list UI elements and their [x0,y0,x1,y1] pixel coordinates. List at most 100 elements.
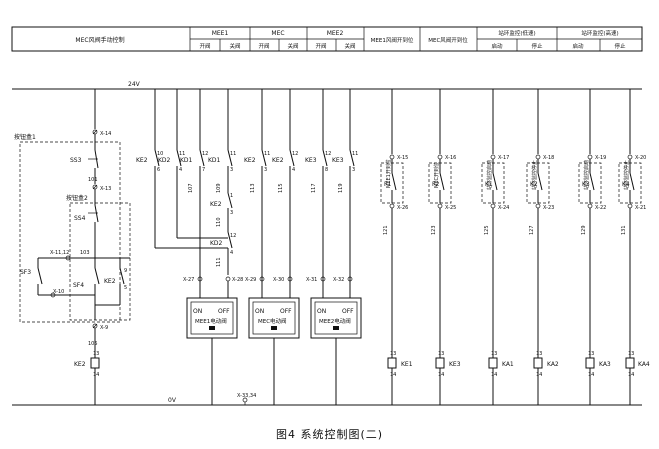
header-mee2: MEE2 [327,30,344,37]
header-mee1-close: 关阀 [229,42,240,50]
label-x31: X-31 [306,277,317,283]
coil-ka2 [533,357,543,369]
terminal-x27 [197,276,203,282]
label-ss4: SS4 [74,215,86,222]
label-mee1-actuator: MEE1电动阀 [195,317,227,325]
label-ka3-pin14: 14 [588,372,594,378]
header-low-stop: 停止 [531,42,543,50]
label-w105: 105 [88,341,98,347]
label-mee1-p10: 10 [157,151,163,157]
label-x19: X-19 [595,155,606,161]
label-x32: X-32 [333,277,344,283]
label-x22: X-22 [595,205,606,211]
header-low-speed: 站环监控(低速) [498,29,535,37]
label-ka4-pin14: 14 [628,372,634,378]
label-ka4: KA4 [638,361,650,368]
label-ka1-pin13: 13 [491,351,497,357]
label-w129: 129 [581,225,587,235]
label-mee1-p4b: 4 [230,250,233,256]
label-mee1-p4: 4 [179,167,182,173]
terminal-x18 [535,154,541,160]
label-x21: X-21 [635,205,646,211]
label-x28: X-28 [232,277,243,283]
label-mee1-p3: 3 [230,167,233,173]
label-mee1-p6: 6 [157,167,160,173]
label-w110: 110 [216,217,222,227]
terminal-x26 [389,203,395,209]
header-high-speed: 站环监控(高速) [581,29,618,37]
header-high-start: 启动 [572,42,584,50]
label-x16: X-16 [445,155,456,161]
label-mee1-p3b: 3 [230,210,233,216]
label-sig-k3: 站环监控启动 [583,160,590,190]
label-mee2-ke3b: KE3 [332,157,344,164]
label-x13: X-13 [100,186,111,192]
label-mee1-kd2: KD2 [158,157,171,164]
label-sig-k2: 站环监控停止 [531,160,538,190]
label-k2: K2 [530,181,538,188]
label-0v: 0V [168,397,177,404]
power-rails: 24V 0V X-33,34 [12,81,642,406]
label-mee2-p12: 12 [325,151,331,157]
label-w117: 117 [311,183,317,193]
terminal-x11-12 [65,255,71,261]
label-w123: 123 [431,225,437,235]
label-mee1-kd2b: KD2 [210,240,223,247]
header-mee2-close: 关阀 [344,42,355,50]
coil-ka3 [585,357,595,369]
coil-ke2 [90,357,100,369]
coil-ka1 [488,357,498,369]
terminal-x21 [627,203,633,209]
label-x33-34: X-33,34 [237,393,256,399]
label-k3: K3 [582,181,590,188]
mee1-actuator-common [209,326,215,330]
label-w115: 115 [278,183,284,193]
label-x29: X-29 [245,277,256,283]
terminal-x32 [347,276,353,282]
label-ke1-pin13: 13 [390,351,396,357]
label-ke3-pin14: 14 [438,372,444,378]
label-w109: 109 [216,183,222,193]
header-manual-control: MEC风阀手动控制 [75,36,124,44]
label-f1: F1 [384,181,391,188]
label-x24: X-24 [498,205,509,211]
label-mec-p4: 4 [292,167,295,173]
label-mee1-kd1b: KD1 [208,157,221,164]
terminal-x10 [50,292,56,298]
terminal-x29 [259,276,265,282]
label-sig-k1: 站环监控启动 [486,160,493,190]
terminal-x17 [490,154,496,160]
terminal-x25 [437,203,443,209]
label-mec-p11: 11 [264,151,270,157]
label-pin5: 5 [124,285,127,291]
label-w131: 131 [621,225,627,235]
label-x18: X-18 [543,155,554,161]
coil-ke3 [435,357,445,369]
terminal-x23 [535,203,541,209]
label-ke2-pin13: 13 [93,351,99,357]
header-high-stop: 停止 [614,42,626,50]
label-ke2-pin14: 14 [93,372,99,378]
label-mee2-on: ON [317,308,326,315]
label-mee1-off: OFF [218,308,230,315]
label-ss3: SS3 [70,157,82,164]
label-mee1-kd1: KD1 [180,157,193,164]
label-mee2-off: OFF [342,308,354,315]
label-mec-p3: 3 [264,167,267,173]
terminal-x19 [587,154,593,160]
label-mee1-p11b: 11 [230,151,236,157]
label-x20: X-20 [635,155,646,161]
label-mec-p12: 12 [292,151,298,157]
label-ke2-hold: KE2 [104,278,116,285]
label-mec-ke2b: KE2 [272,157,284,164]
header-mee1: MEE1 [212,30,229,37]
label-ka2: KA2 [547,361,559,368]
mec-actuator-common [271,326,277,330]
label-ke1: KE1 [401,361,413,368]
terminal-x24 [490,203,496,209]
label-mec-ke2: KE2 [244,157,256,164]
label-ka4-pin13: 13 [628,351,634,357]
label-x30: X-30 [273,277,284,283]
label-ke3-coil: KE3 [449,361,461,368]
label-sf4: SF4 [73,282,84,289]
